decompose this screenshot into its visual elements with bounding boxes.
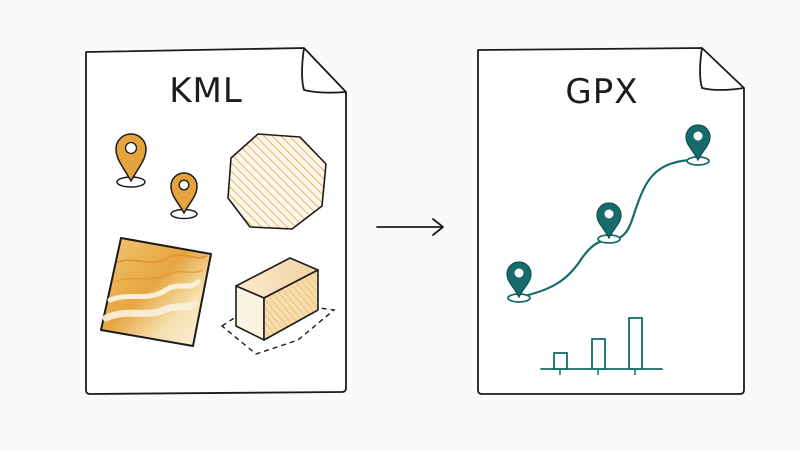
track-line-icon bbox=[518, 158, 700, 299]
waypoint-icon bbox=[685, 124, 711, 166]
polygon-icon bbox=[227, 133, 327, 230]
map-pin-icon bbox=[115, 133, 147, 188]
arrow-right-icon bbox=[376, 218, 444, 236]
kml-file-fold bbox=[301, 47, 347, 94]
kml-title: KML bbox=[169, 71, 243, 111]
waypoint-icon bbox=[596, 202, 622, 244]
gpx-file-fold bbox=[699, 47, 745, 91]
waypoint-icon bbox=[506, 261, 532, 303]
image-overlay-icon bbox=[100, 237, 212, 347]
elevation-bars-icon bbox=[540, 317, 663, 375]
gpx-file-card: GPX bbox=[477, 47, 745, 395]
gpx-title: GPX bbox=[565, 72, 638, 112]
kml-file-card: KML bbox=[85, 47, 347, 395]
3d-model-icon bbox=[220, 257, 336, 355]
map-pin-icon bbox=[170, 172, 198, 220]
